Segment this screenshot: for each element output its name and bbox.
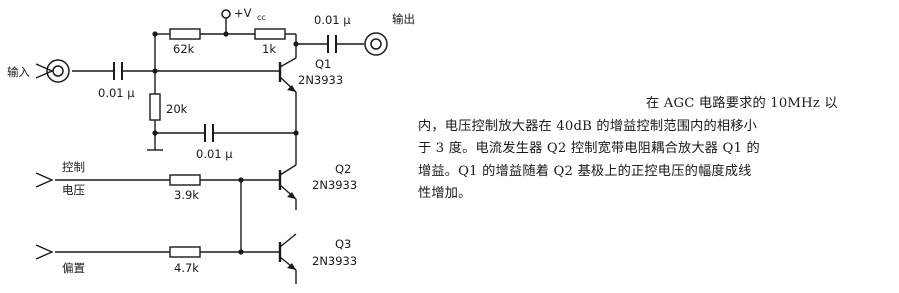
capacitors <box>113 35 337 142</box>
q1-name-label: Q1 <box>315 57 331 71</box>
control-label-2: 电压 <box>62 183 85 197</box>
description-line: 内，电压控制放大器在 40dB 的增益控制范围内的相移小 <box>418 118 758 134</box>
resistor-1k <box>254 28 286 40</box>
cap-output-label: 0.01 μ <box>314 13 351 27</box>
junction-dots <box>152 31 299 255</box>
output-connector-icon <box>364 32 388 56</box>
capacitor-bypass <box>204 124 214 142</box>
capacitor-output <box>327 35 337 53</box>
resistor-20k <box>149 93 161 121</box>
vcc-subscript: cc <box>257 13 266 22</box>
r3-label: 20k <box>166 102 188 116</box>
input-label: 输入 <box>7 65 30 79</box>
transistor-q3-icon <box>278 233 297 271</box>
vcc-terminal-icon <box>221 9 231 19</box>
q1-part-label: 2N3933 <box>298 73 343 87</box>
q2-part-label: 2N3933 <box>312 178 357 192</box>
resistor-62k <box>169 28 201 40</box>
resistor-3-9k <box>169 174 201 186</box>
description-line: 性增加。 <box>418 186 472 201</box>
r2-label: 1k <box>262 42 276 56</box>
q2-name-label: Q2 <box>335 162 351 176</box>
resistors <box>149 28 286 258</box>
description-paragraph: 在 AGC 电路要求的 10MHz 以 内，电压控制放大器在 40dB 的增益控… <box>418 93 888 206</box>
r4-label: 3.9k <box>174 188 199 202</box>
transistors <box>278 57 297 271</box>
control-label-1: 控制 <box>62 160 85 174</box>
q3-part-label: 2N3933 <box>312 254 357 268</box>
r1-label: 62k <box>173 42 195 56</box>
transistor-q2-icon <box>278 164 297 200</box>
description-line: 在 AGC 电路要求的 10MHz 以 <box>646 96 838 111</box>
r5-label: 4.7k <box>174 261 199 275</box>
input-connector-icon <box>46 59 70 83</box>
bias-label: 偏置 <box>62 261 85 275</box>
cap-input-label: 0.01 μ <box>98 86 135 100</box>
circuit-labels: +V cc 0.01 μ 输出 输入 62k 1k 0.01 μ 20k Q1 … <box>7 6 415 275</box>
terminals <box>46 9 388 83</box>
output-label: 输出 <box>392 12 415 26</box>
description-line: 增益。Q1 的增益随着 Q2 基极上的正控电压的幅度成线 <box>418 163 752 179</box>
resistor-4-7k <box>169 246 201 258</box>
q3-name-label: Q3 <box>335 237 351 251</box>
transistor-q1-icon <box>278 57 297 93</box>
capacitor-input <box>113 62 123 80</box>
description-line: 于 3 度。电流发生器 Q2 控制宽带电阻耦合放大器 Q1 的 <box>418 141 760 156</box>
agc-circuit-diagram: +V cc 0.01 μ 输出 输入 62k 1k 0.01 μ 20k Q1 … <box>7 6 415 284</box>
cap-bypass-label: 0.01 μ <box>196 147 233 161</box>
vcc-label: +V <box>234 6 252 20</box>
